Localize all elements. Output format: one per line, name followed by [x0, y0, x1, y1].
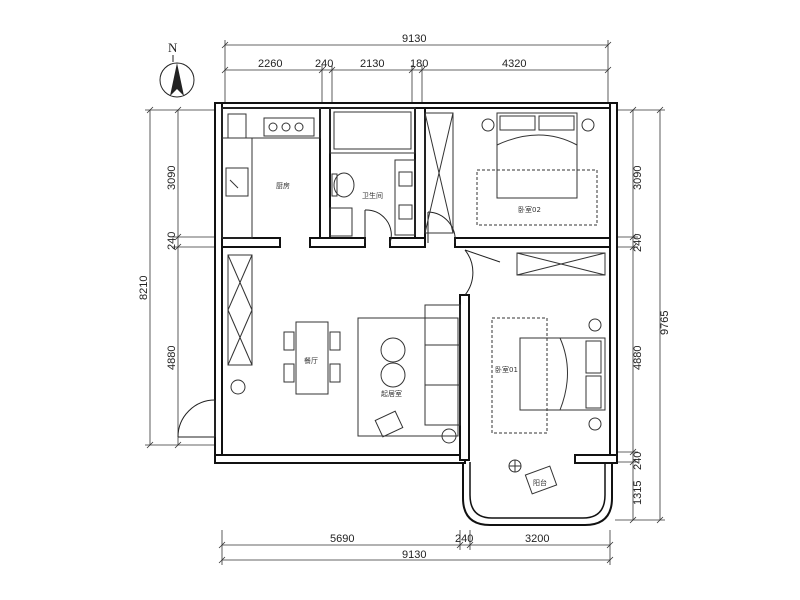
balcony-wall: [462, 462, 613, 526]
living-label: 起居室: [381, 389, 402, 398]
right-dim-2: 240: [632, 234, 644, 252]
right-dim-5: 1315: [632, 481, 644, 505]
bathtub-icon: [333, 111, 412, 150]
dining: [227, 254, 341, 395]
lamp-icon: [481, 118, 495, 132]
sink-icon: [225, 167, 249, 197]
bedroom02-label: 卧室02: [518, 205, 541, 214]
stove-burner-icon: [268, 122, 278, 132]
top-dim-5: 4320: [502, 58, 526, 70]
north-compass: N: [159, 40, 195, 98]
dining-label: 餐厅: [304, 356, 318, 365]
right-total-dim: 9765: [659, 311, 671, 335]
coffee-table: [380, 337, 406, 363]
north-label: N: [168, 40, 178, 55]
bottom-total-dim: 9130: [402, 549, 426, 561]
rug: [357, 317, 459, 437]
left-dim-3: 4880: [166, 346, 178, 370]
right-dim-1: 3090: [632, 166, 644, 190]
double-bed: [496, 112, 578, 199]
rug: [491, 317, 548, 434]
top-dim-2: 240: [315, 58, 333, 70]
left-total-dim: 8210: [138, 276, 150, 300]
cabinet: [227, 254, 253, 366]
right-dim-3: 4880: [632, 346, 644, 370]
bathroom: [329, 107, 416, 237]
rug: [476, 169, 598, 226]
left-dim-2: 240: [166, 232, 178, 250]
wardrobe: [516, 252, 606, 276]
north-arrow-icon: [170, 63, 184, 96]
toilet-icon: [333, 172, 355, 198]
bedroom02: [424, 112, 598, 234]
right-dim-4: 240: [632, 452, 644, 470]
balcony: [508, 459, 558, 495]
lamp-icon: [588, 318, 602, 332]
bedroom01: [491, 252, 606, 434]
bedroom01-label: 卧室01: [495, 365, 518, 374]
doors: [177, 209, 501, 438]
bathroom-label: 卫生间: [362, 191, 383, 200]
living-room: [357, 304, 461, 444]
walls: [214, 102, 618, 464]
double-bed: [519, 337, 606, 411]
armchair: [374, 410, 404, 438]
bottom-dim-3: 3200: [525, 533, 549, 545]
left-dim-1: 3090: [166, 166, 178, 190]
right-dimensions: [615, 106, 665, 524]
kitchen: [221, 107, 321, 239]
wardrobe: [424, 112, 454, 234]
sofa: [424, 304, 461, 426]
top-total-dim: 9130: [402, 33, 426, 45]
bottom-dimensions: [218, 530, 614, 565]
top-dimensions: [221, 40, 612, 103]
top-dim-3: 2130: [360, 58, 384, 70]
left-dimensions: [145, 106, 215, 449]
washbasin-icon: [398, 171, 413, 187]
bottom-dim-1: 5690: [330, 533, 354, 545]
balcony-label: 阳台: [533, 478, 547, 487]
dining-table: [295, 321, 329, 395]
floor-lamp-icon: [441, 428, 457, 444]
top-dim-1: 2260: [258, 58, 282, 70]
kitchen-label: 厨房: [276, 181, 290, 190]
top-dim-4: 180: [410, 58, 428, 70]
lounge-chair: [524, 465, 558, 495]
plant-icon: [230, 379, 246, 395]
bottom-dim-2: 240: [455, 533, 473, 545]
